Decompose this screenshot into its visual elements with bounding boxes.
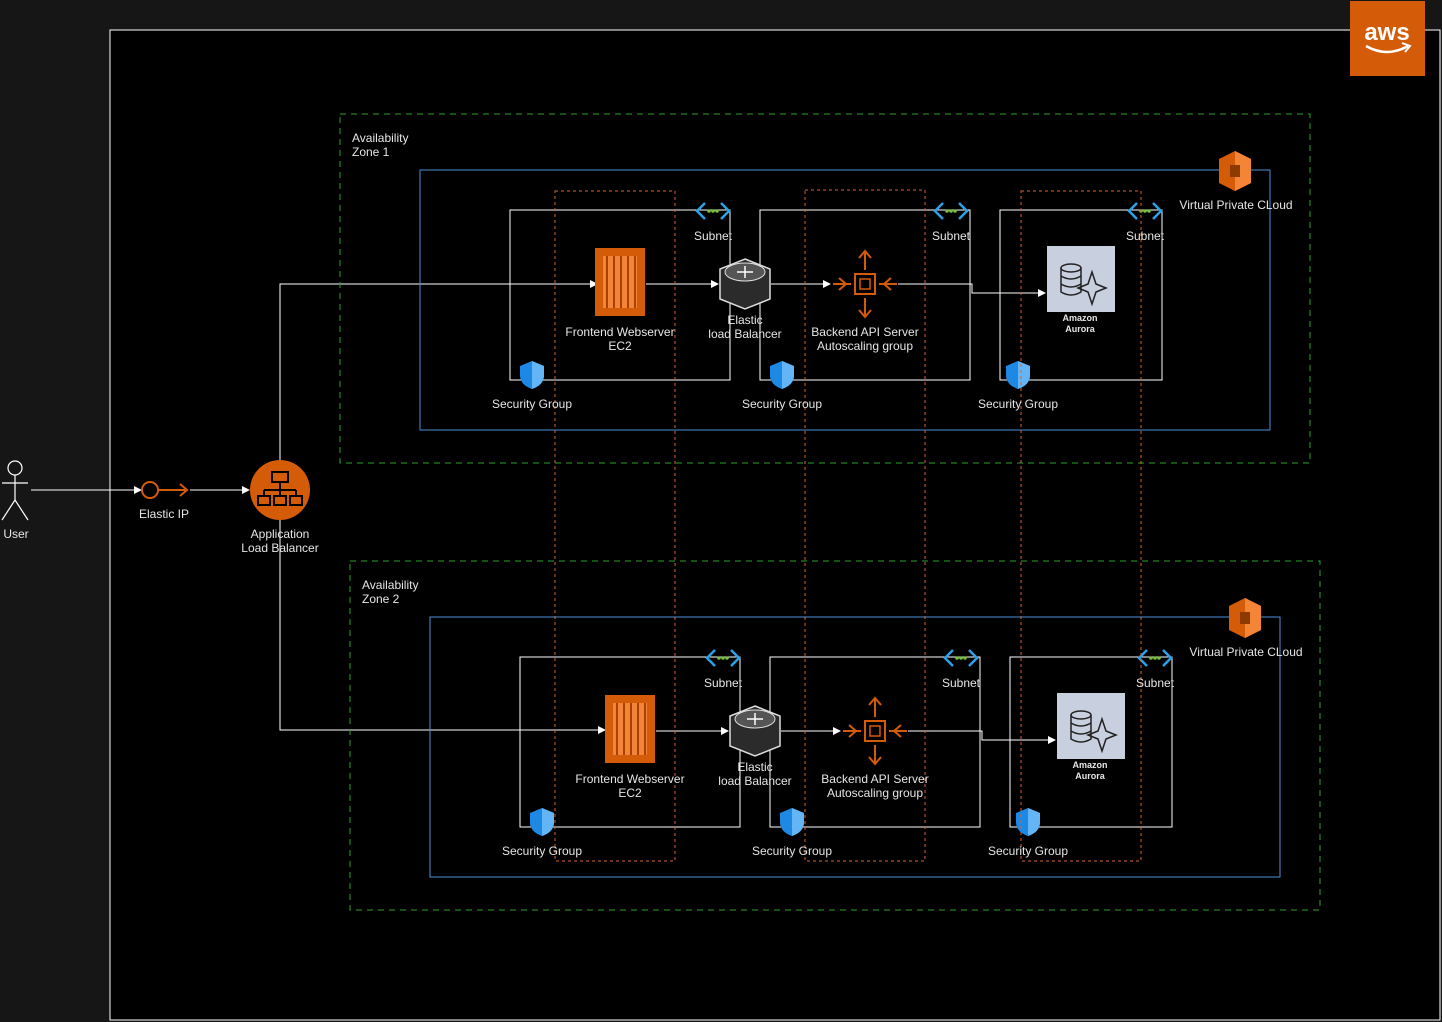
subnet-icon <box>943 649 979 667</box>
vpc-icon <box>1219 151 1251 191</box>
amazon-aurora-icon <box>1057 693 1125 759</box>
availability-zone-2 <box>349 560 1321 911</box>
security-group-label: Security Group <box>751 844 833 858</box>
vpc-icon <box>1229 598 1261 638</box>
security-group-db-span <box>1020 190 1142 862</box>
subnet-label: Subnet <box>1125 229 1165 243</box>
user-label: User <box>3 527 29 541</box>
backend-label: Backend API Server Autoscaling group <box>811 325 919 353</box>
backend-label: Backend API Server Autoscaling group <box>821 772 929 800</box>
security-group-frontend-span <box>554 190 676 862</box>
elastic-ip-label: Elastic IP <box>138 507 189 521</box>
application-load-balancer-icon <box>250 460 310 520</box>
subnet-icon <box>1137 649 1173 667</box>
availability-zone-1 <box>339 113 1311 464</box>
subnet-label: Subnet <box>703 676 743 690</box>
security-group-label: Security Group <box>491 397 573 411</box>
connector-alb-zone2 <box>279 520 606 734</box>
connector-alb-zone1 <box>279 280 598 460</box>
aws-logo: aws <box>1350 1 1425 76</box>
elb-label: Elastic load Balancer <box>708 313 782 341</box>
frontend-label: Frontend Webserver EC2 <box>575 772 685 800</box>
ec2-icon <box>595 248 645 316</box>
subnet-icon <box>1127 202 1163 220</box>
subnet-label: Subnet <box>693 229 733 243</box>
subnet-icon <box>695 202 731 220</box>
elb-label: Elastic load Balancer <box>718 760 792 788</box>
availability-zone-label: Availability Zone 1 <box>352 131 409 159</box>
subnet-label: Subnet <box>941 676 981 690</box>
connector-asg-aurora <box>908 730 1056 744</box>
aurora-label: Amazon Aurora <box>1062 313 1098 334</box>
security-group-icon <box>1016 808 1040 836</box>
frontend-label: Frontend Webserver EC2 <box>565 325 675 353</box>
vpc-frame <box>429 616 1281 878</box>
availability-zone-label: Availability Zone 2 <box>362 578 419 606</box>
connector-asg-aurora <box>898 283 1046 297</box>
subnet-icon <box>705 649 741 667</box>
availability-zone-frame <box>349 560 1321 911</box>
autoscaling-group-icon <box>833 249 897 319</box>
alb-label: Application Load Balancer <box>241 527 319 555</box>
security-group-backend-span <box>804 189 926 862</box>
elastic-ip-icon <box>141 481 189 499</box>
vpc-label: Virtual Private CLoud <box>1189 645 1303 659</box>
security-group-label: Security Group <box>977 397 1059 411</box>
security-group-label: Security Group <box>741 397 823 411</box>
ec2-icon <box>605 695 655 763</box>
subnet-icon <box>933 202 969 220</box>
availability-zone-frame <box>339 113 1311 464</box>
security-group-icon <box>1006 361 1030 389</box>
vpc-label: Virtual Private CLoud <box>1179 198 1293 212</box>
security-group-label: Security Group <box>987 844 1069 858</box>
security-group-icon <box>520 361 544 389</box>
security-group-label: Security Group <box>501 844 583 858</box>
security-group-icon <box>530 808 554 836</box>
elastic-load-balancer-icon <box>729 705 781 757</box>
vpc-frame <box>419 169 1271 431</box>
svg-text:aws: aws <box>1364 19 1409 46</box>
amazon-aurora-icon <box>1047 246 1115 312</box>
autoscaling-group-icon <box>843 696 907 766</box>
security-group-icon <box>770 361 794 389</box>
security-group-icon <box>780 808 804 836</box>
aws-cloud-frame <box>109 29 1441 1021</box>
subnet-label: Subnet <box>931 229 971 243</box>
subnet-frame <box>999 209 1163 381</box>
aurora-label: Amazon Aurora <box>1072 760 1108 781</box>
elastic-load-balancer-icon <box>719 258 771 310</box>
user-actor-icon <box>1 460 29 521</box>
subnet-frame <box>1009 656 1173 828</box>
subnet-label: Subnet <box>1135 676 1175 690</box>
